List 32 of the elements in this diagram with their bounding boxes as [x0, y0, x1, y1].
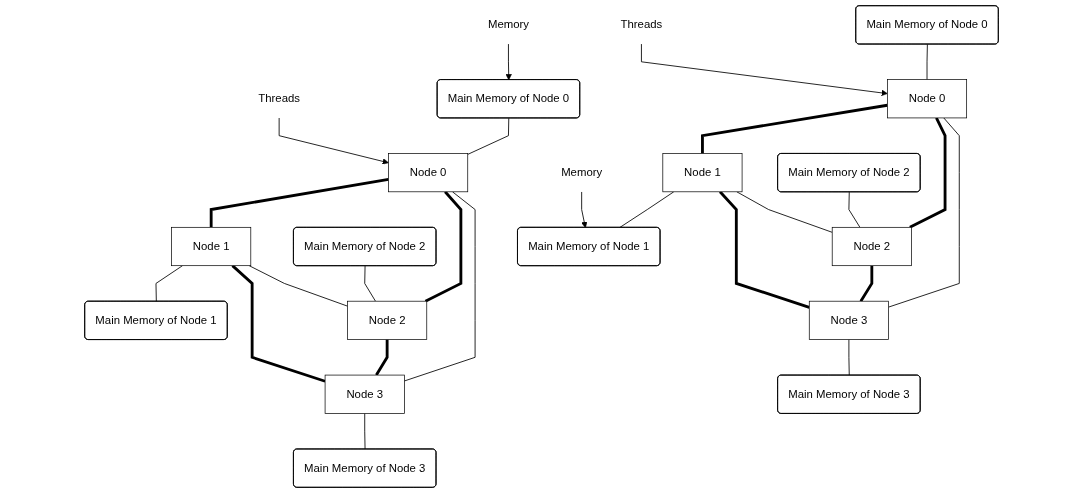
connector — [909, 117, 947, 229]
node-text: Threads — [620, 18, 663, 31]
connector — [736, 191, 833, 233]
node-text: Threads — [258, 92, 300, 105]
node-box: Node 3 — [808, 300, 889, 340]
node-box: Node 3 — [324, 374, 405, 414]
node-box: Node 1 — [171, 226, 252, 267]
connector — [926, 43, 928, 80]
connector — [859, 265, 874, 302]
connector — [209, 177, 389, 228]
node-text: Memory — [487, 18, 529, 31]
connector — [364, 265, 376, 302]
connector — [848, 339, 850, 376]
connector — [424, 190, 463, 303]
connector — [467, 117, 510, 155]
connector — [719, 190, 810, 309]
connector — [701, 103, 888, 154]
connector — [155, 265, 183, 302]
connector — [619, 191, 675, 229]
connector — [848, 191, 861, 228]
node-box: Node 2 — [347, 300, 428, 340]
node-box: Node 2 — [831, 226, 912, 267]
node-box: Node 0 — [388, 153, 469, 193]
node-box: Node 1 — [662, 153, 743, 193]
node-box: Node 0 — [887, 79, 967, 119]
connector — [364, 413, 366, 450]
connector — [231, 264, 326, 383]
connector — [403, 191, 476, 382]
connector — [248, 265, 348, 307]
connector — [375, 339, 389, 376]
connector — [888, 117, 960, 308]
node-text: Memory — [561, 166, 603, 179]
